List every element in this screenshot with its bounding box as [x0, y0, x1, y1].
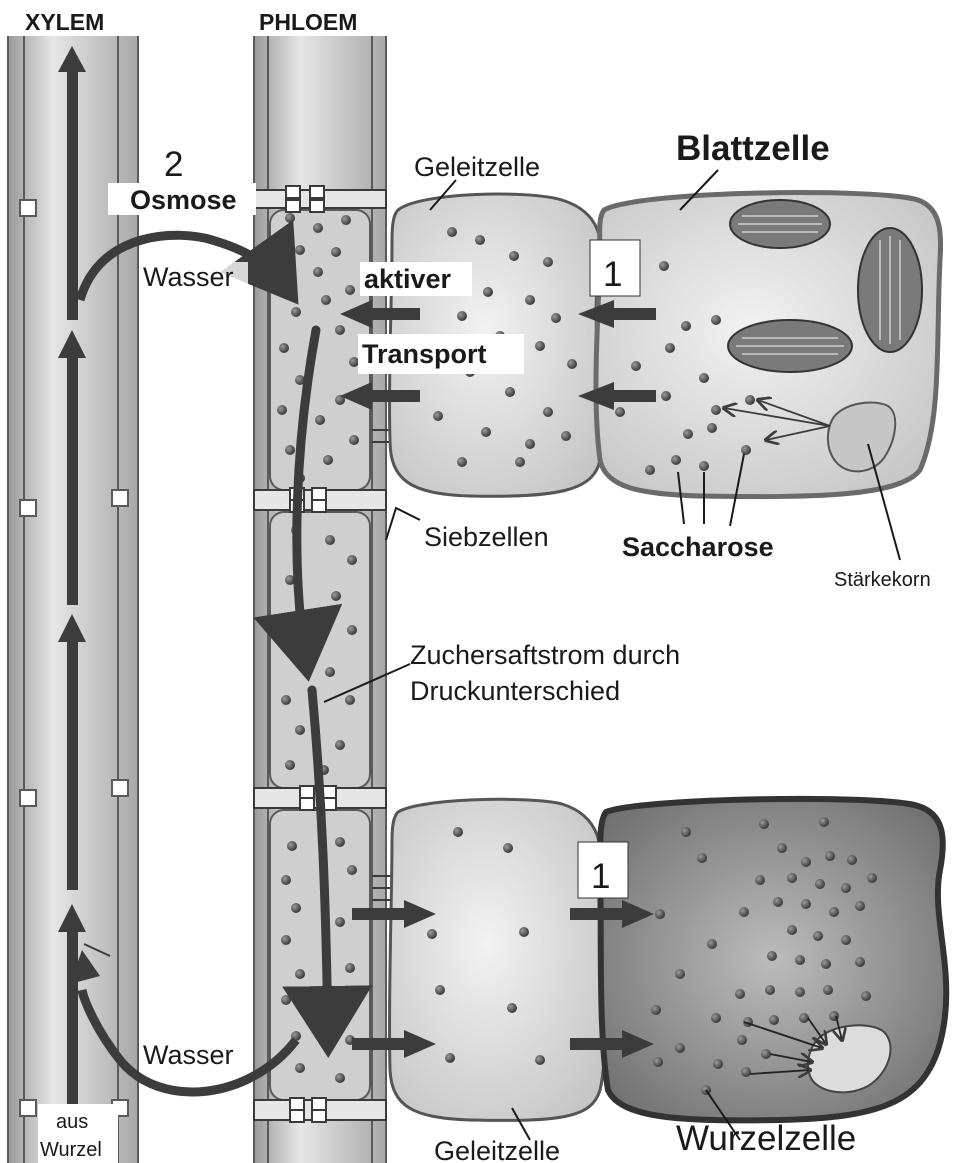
staerkekorn-label: Stärkekorn — [834, 569, 931, 591]
wasser-top-label: Wasser — [143, 262, 234, 292]
geleitzelle-bottom-label: Geleitzelle — [434, 1136, 560, 1163]
companion-cell-bottom — [389, 799, 604, 1120]
aus-label: aus — [56, 1111, 88, 1133]
phloem-heading: PHLOEM — [259, 9, 357, 35]
root-cell — [600, 799, 946, 1121]
chloroplast-icon — [858, 228, 922, 352]
osmose-label: Osmose — [130, 185, 237, 215]
transport-label: Transport — [362, 339, 487, 369]
wurzelzelle-label: Wurzelzelle — [676, 1119, 856, 1158]
step-number-1-top: 1 — [603, 255, 622, 294]
step-number-2: 2 — [164, 145, 183, 184]
chloroplast-icon — [730, 200, 830, 248]
zuckersaftstrom-label-line2: Druckunterschied — [410, 676, 620, 706]
xylem-heading: XYLEM — [25, 9, 104, 35]
zuckersaftstrom-label-line1: Zuchersaftstrom durch — [410, 640, 680, 670]
saccharose-label: Saccharose — [622, 532, 774, 562]
siebzellen-label: Siebzellen — [424, 522, 549, 552]
geleitzelle-top-label: Geleitzelle — [414, 152, 540, 182]
chloroplast-icon — [728, 320, 852, 372]
leaf-cell — [596, 193, 941, 497]
wurzel-label: Wurzel — [40, 1139, 102, 1161]
blattzelle-label: Blattzelle — [676, 129, 830, 168]
aktiver-label: aktiver — [364, 264, 452, 294]
wasser-bottom-label: Wasser — [143, 1040, 234, 1070]
step-number-1-bottom: 1 — [591, 857, 610, 896]
